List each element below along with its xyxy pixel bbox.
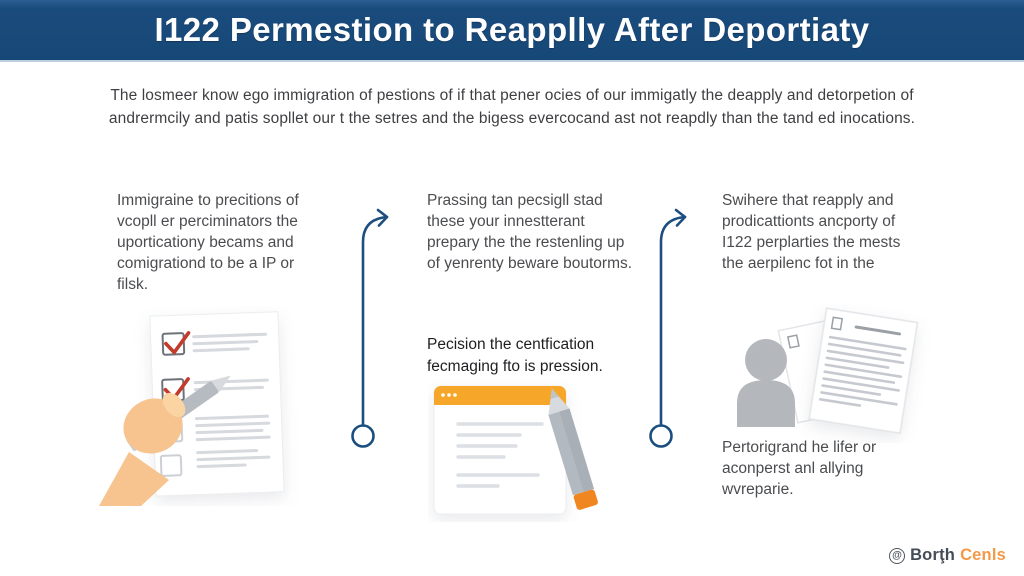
logo-at-icon: @: [889, 547, 906, 564]
intro-paragraph: The losmeer know ego immigration of pest…: [108, 87, 916, 127]
flow-arrow-1-icon: [351, 208, 389, 448]
logo-accent-text: Cenls: [960, 546, 1006, 564]
document-pencil-illustration: [433, 385, 598, 515]
step-3-text: Swihere that reapply and prodicattionts …: [722, 192, 901, 272]
person-icon: [737, 339, 795, 427]
pencil-icon: [548, 388, 598, 510]
checklist-illustration: [99, 311, 285, 506]
brand-logo: @ Borţh Cenls: [889, 546, 1006, 565]
step-2-caption: Pecision the centfication fecmaging fto …: [427, 336, 603, 375]
page-title: I122 Permestion to Reapplly After Deport…: [154, 11, 870, 48]
step-1-text: Immigraine to precitions of vcopll er pe…: [117, 192, 299, 293]
checkmark-icon: [164, 331, 191, 355]
logo-primary-text: Borţh: [910, 546, 956, 564]
flow-arrow-2-icon: [649, 208, 687, 448]
document-window-icon: [433, 385, 567, 515]
hand-icon: [99, 392, 186, 506]
person-documents-illustration: [737, 307, 919, 435]
front-document-icon: [808, 307, 919, 435]
title-bar: I122 Permestion to Reapplly After Deport…: [0, 0, 1024, 62]
step-3-caption: Pertorigrand he lifer or aconperst anl a…: [722, 439, 877, 498]
step-2-text: Prassing tan pecsigll stad these your in…: [427, 192, 633, 272]
